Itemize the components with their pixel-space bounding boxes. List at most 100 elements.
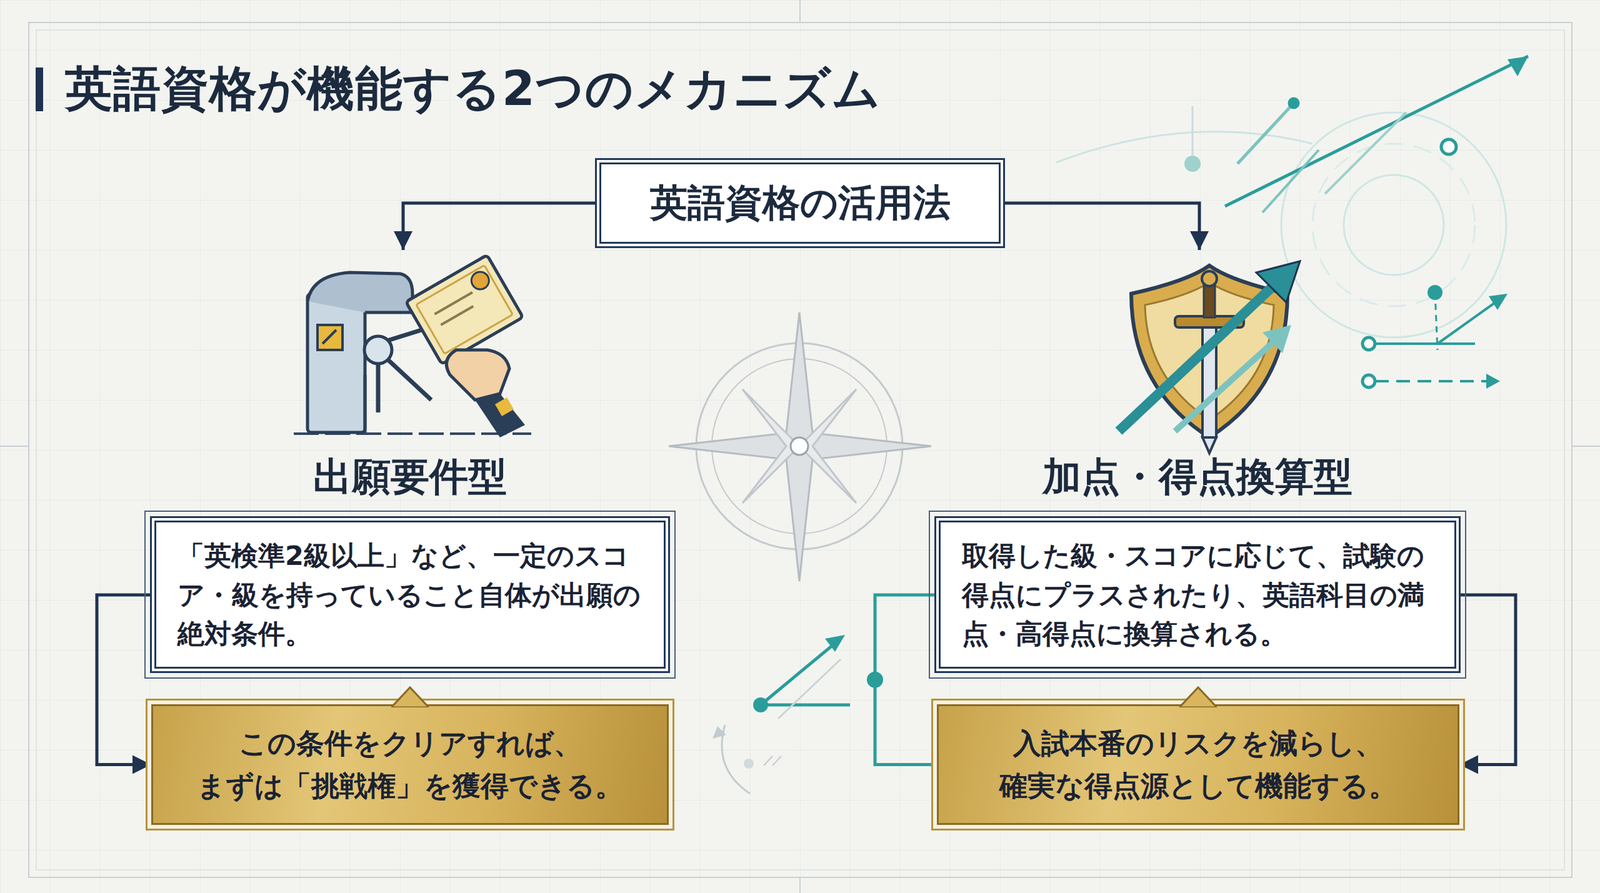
shield-icon-part [1201, 271, 1217, 287]
turnstile-icon-part-part [405, 255, 523, 365]
growth-decor-part [1435, 292, 1438, 350]
connector [1459, 595, 1516, 775]
growth-decor-part [1225, 56, 1529, 207]
category-group: 加点・得点換算型取得した級・スコアに応じて、試験の得点にプラスされたり、英語科目… [934, 250, 1461, 674]
callout-notch-shape [1179, 687, 1217, 708]
shield-icon [1118, 261, 1300, 454]
callout-notch [1179, 685, 1217, 708]
shield-icon-part [1256, 261, 1300, 303]
growth-decor-part [1362, 337, 1375, 350]
growth-decor-part [1486, 373, 1500, 389]
category-heading: 出願要件型 [313, 453, 507, 500]
result-text: この条件をクリアすれば、 まずは「挑戦権」を獲得できる。 [190, 722, 630, 807]
growth-decor-part [1343, 175, 1444, 275]
turnstile-icon-part [446, 350, 510, 400]
result-text: 入試本番のリスクを減らし、 確実な得点源として機能する。 [978, 722, 1418, 807]
growth-decor-part [1237, 103, 1294, 164]
turnstile-icon-part-part [440, 306, 474, 325]
growth-decor-part [1184, 155, 1201, 172]
compass-decor-part [790, 437, 809, 455]
connector [866, 595, 937, 765]
turnstile-icon-part [307, 272, 413, 313]
page-frame-part [799, 877, 801, 893]
growth-decor-part [1362, 375, 1375, 388]
page-frame-part [36, 30, 1565, 870]
turnstile-icon-part [495, 397, 514, 417]
connector-line [875, 595, 937, 765]
growth-decor-part [1191, 106, 1194, 157]
turnstile-icon-part-part [468, 268, 492, 293]
teal-decor-part [753, 697, 769, 713]
content-box: 「英検準2級以上」など、一定のスコア・級を持っていること自体が出願の絶対条件。 [150, 516, 670, 674]
turnstile-icon-part-part [416, 265, 514, 354]
teal-decor-part [721, 725, 750, 794]
turnstile-icon-part [317, 325, 343, 350]
title-bar [35, 67, 44, 112]
turnstile-icon-part [376, 363, 381, 413]
description-text: 取得した級・スコアに応じて、試験の得点にプラスされたり、英語科目の満点・高得点に… [961, 536, 1434, 654]
growth-decor-part [1281, 112, 1507, 338]
teal-decor-part [772, 756, 782, 766]
callout-notch [391, 685, 429, 708]
growth-decor [1056, 56, 1529, 389]
turnstile-icon-part [307, 293, 365, 433]
turnstile-icon-part [322, 330, 337, 344]
result-box: 入試本番のリスクを減らし、 確実な得点源として機能する。 [936, 704, 1460, 825]
shield-icon-part [1118, 284, 1275, 432]
growth-decor-part [1441, 139, 1457, 155]
description-text: 「英検準2級以上」など、一定のスコア・級を持っていること自体が出願の絶対条件。 [177, 536, 643, 654]
result-box: この条件をクリアすれば、 まずは「挑戦権」を獲得できる。 [151, 704, 669, 825]
connector [1005, 203, 1209, 250]
growth-decor-part [1488, 293, 1508, 310]
teal-decor-part [760, 703, 850, 707]
teal-decor-part [825, 635, 845, 652]
growth-decor-part [1375, 380, 1494, 383]
junction-dot [866, 671, 884, 689]
content-box: 取得した級・スコアに応じて、試験の得点にプラスされたり、英語科目の満点・高得点に… [934, 516, 1461, 674]
growth-decor-part [1056, 131, 1313, 163]
arrow-head [1459, 755, 1479, 775]
page-frame-part [799, 0, 801, 23]
connector-line [403, 203, 595, 250]
connector [393, 203, 595, 250]
turnstile-icon-part [475, 393, 525, 438]
growth-decor-part [1262, 150, 1319, 213]
arrow-head [393, 231, 413, 250]
arrow-head [1190, 231, 1209, 250]
turnstile-icon-part [363, 375, 367, 433]
page-frame-part [0, 445, 29, 447]
compass-decor-part [742, 389, 857, 504]
root-label: 英語資格の活用法 [650, 178, 951, 229]
category-group: 出願要件型「英検準2級以上」など、一定のスコア・級を持っていること自体が出願の絶… [150, 250, 670, 674]
turnstile-icon-part [387, 359, 432, 400]
page-frame-part [28, 22, 1572, 878]
teal-decor-part [778, 659, 841, 719]
root-box: 英語資格の活用法 [595, 158, 1005, 249]
growth-decor-part [1368, 342, 1475, 345]
shield-icon-part [1175, 340, 1275, 432]
growth-decor-part [1325, 112, 1407, 194]
turnstile-icon-part [405, 255, 523, 365]
connector-line [96, 595, 152, 765]
shield-icon-part [1262, 325, 1292, 354]
teal-decor-part [763, 756, 773, 766]
teal-decor-part [712, 726, 727, 739]
callout-notch-shape [391, 687, 429, 708]
teal-decor [712, 635, 850, 794]
connector-line [1005, 203, 1200, 250]
growth-decor-part [1289, 98, 1299, 108]
shield-icon-part [1202, 437, 1217, 454]
connector [96, 595, 152, 775]
compass-decor-part [668, 312, 932, 582]
category-heading: 加点・得点換算型 [1042, 453, 1353, 500]
turnstile-icon [293, 255, 532, 438]
growth-decor-part [1312, 143, 1475, 307]
compass-decor [668, 312, 932, 582]
connector-line [1459, 595, 1516, 765]
teal-decor-part [743, 758, 754, 769]
arrow-head [132, 755, 152, 775]
diagram-title: 英語資格が機能する2つのメカニズム [65, 57, 882, 122]
